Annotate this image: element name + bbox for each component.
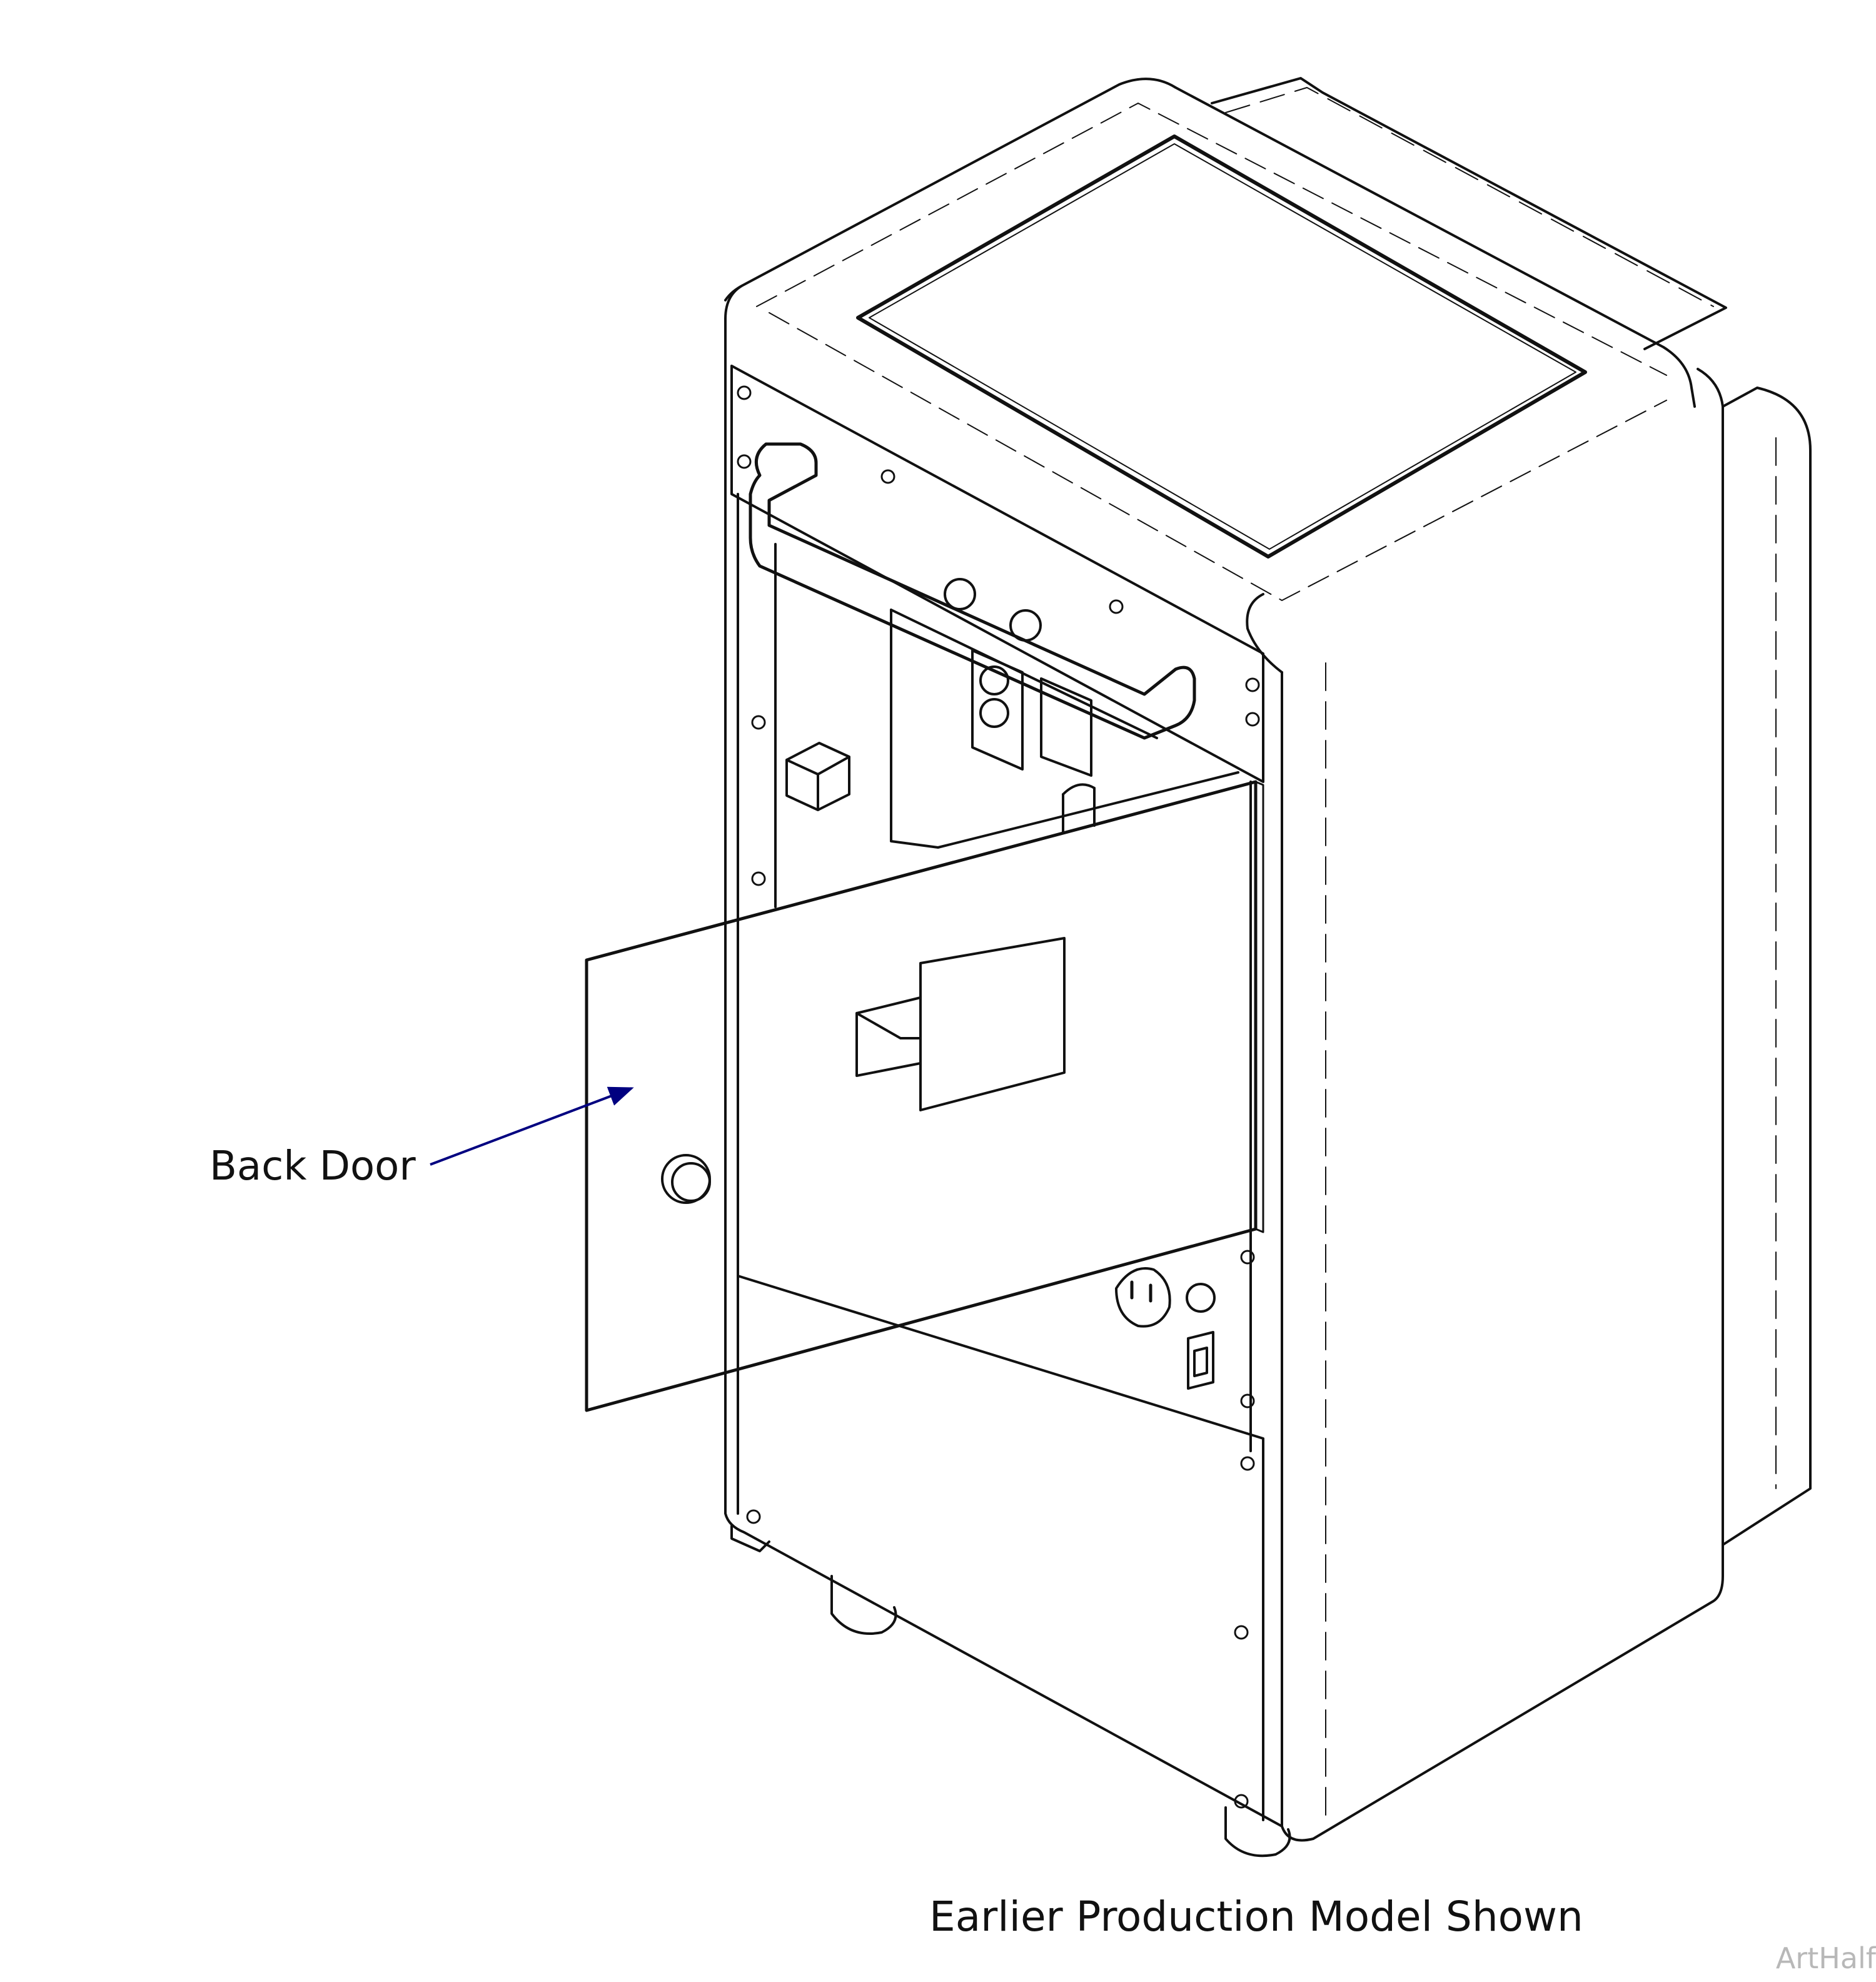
front-upper-bezel — [730, 365, 1264, 783]
caster-right — [1224, 1806, 1291, 1858]
interior-jack-1 — [979, 665, 1009, 695]
top-display-panel — [856, 134, 1587, 559]
door-latch-plate — [919, 937, 1066, 1111]
interior-knob-1 — [944, 578, 976, 610]
cabinet-top — [724, 78, 1696, 674]
back-door-edge — [585, 781, 1264, 1233]
interior-jack-2 — [979, 698, 1009, 728]
interior-valve — [1062, 783, 1096, 833]
data-port — [1187, 1331, 1214, 1390]
caster-left — [830, 1575, 897, 1635]
top-rear-box-inner — [1225, 87, 1714, 307]
interior-cube — [785, 742, 850, 811]
door-latch-bracket — [855, 996, 922, 1077]
back-door-callout-arrow — [430, 1086, 634, 1166]
interior-connector-plate — [971, 649, 1024, 771]
cabinet-side-panel — [1281, 368, 1724, 1842]
carry-handle — [749, 442, 1196, 740]
front-inner-frame — [737, 493, 1252, 1515]
interior-bracket — [890, 609, 1239, 849]
screw-heads — [737, 385, 1260, 1809]
side-panel-far-edge — [1722, 387, 1812, 1546]
top-display-panel-inner — [869, 143, 1576, 550]
power-outlet — [1115, 1267, 1171, 1328]
cabinet-front-frame — [724, 318, 1283, 1828]
art-id-watermark: ArtHalf — [1775, 1941, 1876, 1975]
foot-left — [730, 1525, 770, 1552]
back-door-label: Back Door — [209, 1143, 416, 1190]
front-lower-panel — [737, 1275, 1264, 1821]
outlet-slot-1 — [1130, 1280, 1152, 1303]
outlet-jack — [1186, 1283, 1216, 1313]
interior-connector-plate-2 — [1040, 677, 1092, 777]
top-dashed-trim — [756, 103, 1667, 601]
figure-caption: Earlier Production Model Shown — [929, 1893, 1583, 1941]
door-knob-face — [671, 1162, 711, 1202]
top-rear-box — [1211, 77, 1727, 350]
